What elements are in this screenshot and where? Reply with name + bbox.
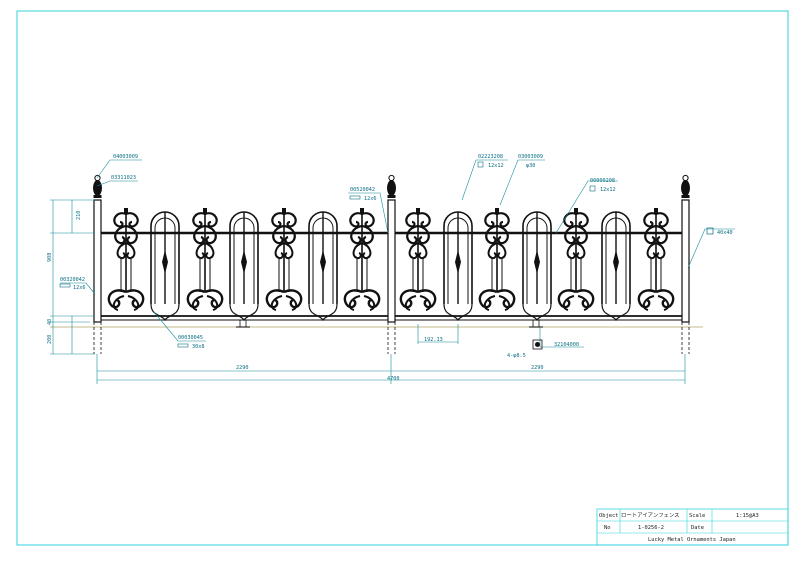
title-date-label: Date: [691, 525, 704, 531]
label-anchor-note: 4-φ8.5: [507, 353, 526, 359]
label-anchor: 32104000: [554, 342, 579, 348]
dim-height-ground: 40: [47, 319, 53, 325]
title-scale-value: 1:15@A3: [736, 513, 759, 519]
vertical-dimensions: [50, 199, 95, 355]
title-company: Lucky Metal Ornaments Japan: [648, 537, 736, 543]
square-post-icon: [706, 227, 714, 235]
dim-spacing: 192.13: [424, 337, 443, 343]
horizontal-dimensions: [96, 324, 686, 384]
dim-total-span: 4700: [387, 376, 400, 382]
anchor-bolt-icon: [535, 342, 540, 347]
label-post-size: 40x40: [717, 230, 733, 236]
post-middle: [386, 174, 397, 354]
label-post-bracket: 00320042: [60, 277, 85, 283]
dim-left-span: 2290: [236, 365, 249, 371]
label-flat-bar-size: 12x12: [600, 187, 616, 193]
title-no-value: 1-0256-2: [638, 525, 664, 531]
leader-lines: [60, 159, 735, 348]
label-post-bracket-size: 12x6: [73, 285, 86, 291]
label-arch-bar: 02223208: [478, 154, 503, 160]
title-object-label: Object: [599, 513, 618, 519]
dim-height-top: 210: [76, 211, 82, 220]
flat-bar-icon: [349, 195, 361, 200]
dim-height-total: 908: [47, 253, 53, 262]
label-rail-bracket-size: 12x6: [364, 196, 377, 202]
title-object-value: ロートアイアンフェンス: [621, 512, 680, 519]
title-block: Object ロートアイアンフェンス Scale 1:15@A3 No 1-02…: [596, 508, 789, 546]
sheet-frame: [16, 10, 789, 546]
label-bottom-bar: 00030045: [178, 335, 203, 341]
flat-bar-icon: [59, 283, 71, 288]
fence-elevation: [92, 174, 691, 354]
label-picket-tip-size: φ30: [526, 163, 535, 169]
label-flat-bar: 00000208: [590, 178, 615, 184]
anchor-plate-icon: [532, 339, 543, 350]
post-left: [92, 174, 103, 354]
title-no-label: No: [604, 525, 611, 531]
flat-bar-icon: [177, 343, 189, 348]
square-bar-icon: [477, 161, 484, 168]
label-bottom-bar-size: 30x8: [192, 344, 205, 350]
label-top-finial: 04003009: [113, 154, 138, 160]
title-scale-label: Scale: [689, 513, 705, 519]
square-bar-icon: [589, 185, 596, 192]
label-finial-collar: 03311023: [111, 175, 136, 181]
label-arch-bar-size: 12x12: [488, 163, 504, 169]
label-rail-bracket: 00520042: [350, 187, 375, 193]
label-picket-tip: 03003009: [518, 154, 543, 160]
dim-right-span: 2290: [531, 365, 544, 371]
post-right: [680, 174, 691, 354]
dim-height-embed: 200: [47, 335, 53, 344]
